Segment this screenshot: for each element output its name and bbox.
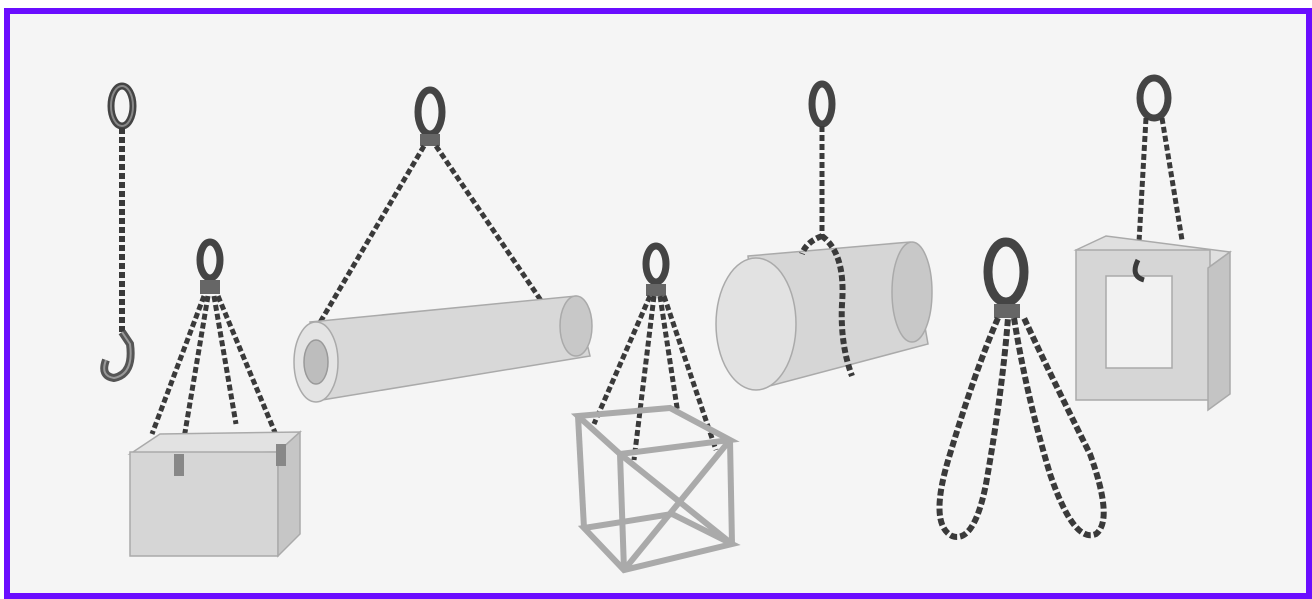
top-strip — [0, 0, 1312, 8]
single-leg-choker-chain-on-cylinder-icon — [715, 80, 933, 391]
four-leg-chain-lifting-cage-icon — [570, 242, 741, 574]
single-leg-chain-with-hook-icon — [100, 82, 137, 383]
four-leg-chain-lifting-box-icon — [127, 238, 302, 558]
chain-lifting-frame-block-icon — [1073, 74, 1232, 412]
two-leg-endless-loop-chain-icon — [936, 237, 1107, 540]
illustration-frame — [4, 8, 1312, 599]
two-leg-chain-lifting-pipe-icon — [293, 86, 593, 403]
chain-sling-illustration — [100, 74, 1232, 574]
